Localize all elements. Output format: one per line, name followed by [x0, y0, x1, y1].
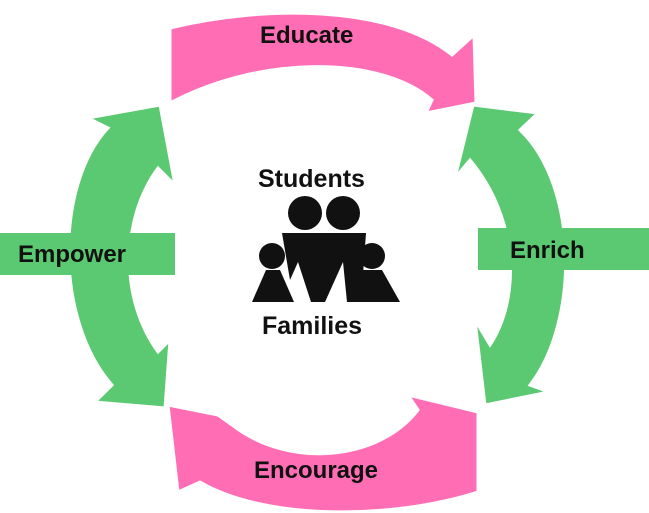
empower-label-box	[0, 233, 175, 275]
families-label: Families	[262, 312, 363, 340]
enrich-label-box	[478, 228, 649, 270]
encourage-label: Encourage	[254, 457, 379, 484]
educate-arrow	[168, 11, 478, 116]
educate-label: Educate	[260, 22, 354, 49]
encourage-arrow	[166, 392, 480, 513]
family-icon	[252, 196, 400, 302]
enrich-label: Enrich	[510, 237, 585, 264]
empower-label: Empower	[18, 241, 127, 268]
students-label: Students	[258, 165, 365, 193]
